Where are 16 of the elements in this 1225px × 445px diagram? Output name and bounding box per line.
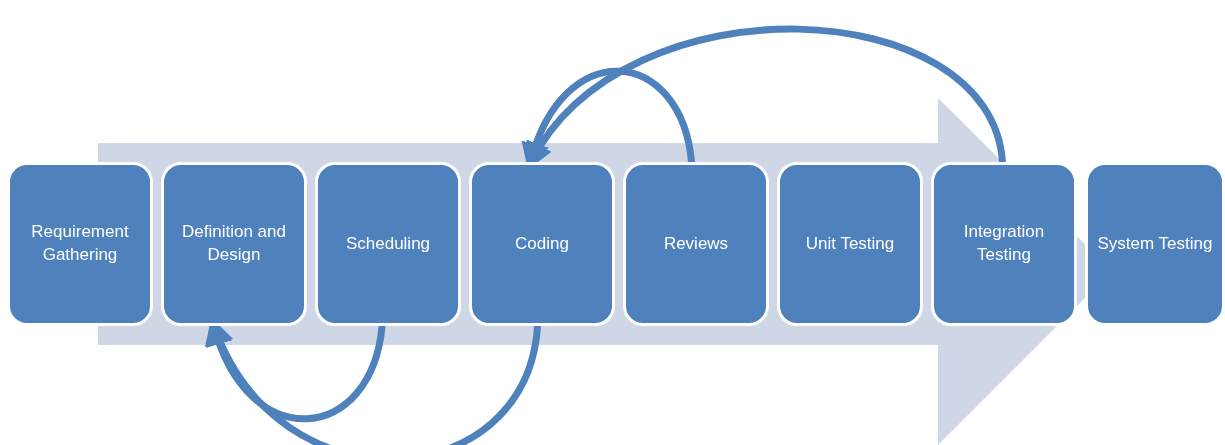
step-label: Unit Testing xyxy=(805,232,895,255)
step-label: Coding xyxy=(515,232,569,255)
process-box xyxy=(315,162,461,326)
step-label: Requirement Gathering xyxy=(30,221,130,266)
process-box xyxy=(7,162,153,326)
step-label: Integration Testing xyxy=(962,221,1046,266)
process-box xyxy=(623,162,769,326)
process-box xyxy=(1085,162,1225,326)
process-box xyxy=(777,162,923,326)
process-box xyxy=(161,162,307,326)
step-label: Reviews xyxy=(663,232,729,255)
step-label: Definition and Design xyxy=(181,221,287,266)
step-label: System Testing xyxy=(1097,232,1213,255)
step-label: Scheduling xyxy=(345,232,431,255)
process-box xyxy=(931,162,1077,326)
process-box xyxy=(469,162,615,326)
